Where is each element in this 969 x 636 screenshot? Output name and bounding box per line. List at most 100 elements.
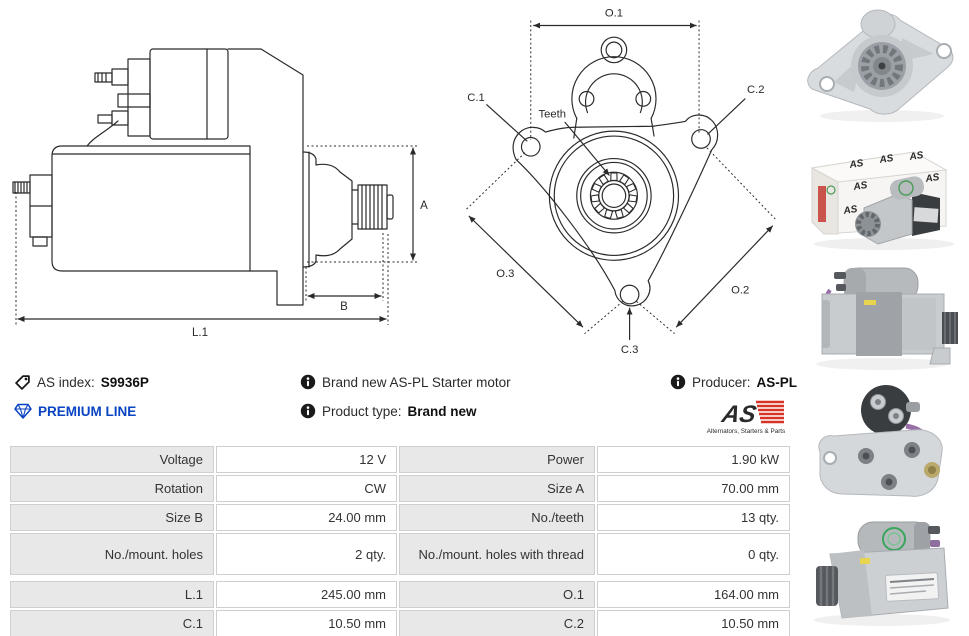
dimension-b: B (305, 233, 384, 313)
dim-l1-label: L.1 (192, 327, 208, 339)
dim-o1-label: O.1 (605, 8, 623, 20)
technical-drawings: A B L.1 (0, 0, 792, 366)
spec-label-mount-holes: No./mount. holes (10, 533, 214, 575)
product-photo-angled (794, 508, 965, 631)
dim-o3-label: O.3 (496, 268, 514, 280)
producer-label: Producer: (692, 374, 751, 390)
svg-text:AS: AS (924, 172, 941, 185)
bearing-and-gear (548, 130, 680, 261)
dimension-o3: O.3 (464, 152, 624, 335)
hole-c3 (619, 284, 640, 305)
dimension-l1: L.1 (15, 192, 389, 339)
spec-label-l1: L.1 (10, 581, 214, 608)
starter-side-view-drawing: A B L.1 (12, 48, 428, 339)
dim-b-label: B (340, 301, 348, 313)
product-type-value: Brand new (407, 403, 477, 419)
teeth-label: Teeth (539, 108, 567, 120)
solenoid-front-crown (571, 36, 657, 139)
dimension-o1: O.1 (530, 8, 700, 140)
info-icon (300, 374, 316, 390)
as-index-label: AS index: (37, 375, 95, 390)
dim-c1-label: C.1 (467, 92, 485, 104)
dimension-c1: C.1 (467, 92, 528, 142)
drive-end-housing (302, 151, 353, 268)
svg-text:AS: AS (842, 204, 859, 217)
info-icon (670, 374, 686, 390)
svg-text:AS: AS (848, 158, 865, 171)
product-photos: AS AS AS AS AS AS (792, 0, 969, 636)
premium-line-row: PREMIUM LINE (14, 403, 136, 419)
product-photo-side (794, 256, 965, 379)
spec-table: Voltage 12 V Power 1.90 kW Rotation CW S… (10, 446, 790, 636)
spec-value-c2: 10.50 mm (597, 610, 790, 636)
pinion-gear (351, 184, 394, 230)
mounting-bracket (227, 48, 304, 306)
spec-label-voltage: Voltage (10, 446, 214, 473)
description-row: Brand new AS-PL Starter motor (300, 374, 511, 390)
dimension-a: A (307, 145, 428, 263)
pinion-teeth (590, 172, 638, 219)
spec-value-size-b: 24.00 mm (216, 504, 397, 531)
spec-value-l1: 245.00 mm (216, 581, 397, 608)
spec-label-size-b: Size B (10, 504, 214, 531)
box-as-logos: AS AS AS AS AS AS (842, 150, 941, 217)
logo-as-text: AS (719, 401, 759, 428)
spec-label-size-a: Size A (399, 475, 595, 502)
spec-label-c1: C.1 (10, 610, 214, 636)
info-icon (300, 403, 316, 419)
teeth-callout: Teeth (539, 108, 610, 176)
motor-body (51, 145, 251, 272)
spec-section-1: Voltage 12 V Power 1.90 kW Rotation CW S… (10, 446, 790, 575)
spec-value-mount-holes-thread: 0 qty. (597, 533, 790, 575)
logo-caption: Alternators, Starters & Parts (707, 428, 785, 435)
spec-value-rotation: CW (216, 475, 397, 502)
spec-value-o1: 164.00 mm (597, 581, 790, 608)
spec-label-teeth: No./teeth (399, 504, 595, 531)
spec-label-c2: C.2 (399, 610, 595, 636)
product-type-row: Product type: Brand new (300, 403, 477, 419)
spec-label-rotation: Rotation (10, 475, 214, 502)
tag-icon (15, 375, 30, 390)
product-photo-rear (794, 382, 965, 505)
spec-label-o1: O.1 (399, 581, 595, 608)
premium-line-label: PREMIUM LINE (38, 403, 137, 419)
description-text: Brand new AS-PL Starter motor (322, 374, 511, 390)
as-index-row: AS index: S9936P (14, 374, 149, 391)
spec-section-2: L.1 245.00 mm O.1 164.00 mm C.1 10.50 mm… (10, 581, 790, 636)
spec-label-mount-holes-thread: No./mount. holes with thread (399, 533, 595, 575)
spec-value-mount-holes: 2 qty. (216, 533, 397, 575)
hole-c1 (520, 136, 541, 157)
dim-o2-label: O.2 (731, 285, 749, 297)
mounting-holes (520, 129, 711, 305)
svg-text:AS: AS (908, 150, 925, 163)
solenoid (86, 48, 229, 147)
spec-value-size-a: 70.00 mm (597, 475, 790, 502)
spec-label-power: Power (399, 446, 595, 473)
product-photo-bracket-front (794, 4, 965, 127)
product-type-label: Product type: (322, 403, 402, 419)
diamond-icon (14, 403, 32, 419)
mounting-plate-outline (512, 114, 719, 307)
product-photo-box: AS AS AS AS AS AS (794, 130, 965, 253)
asrpl-logo: AS Alternators, Starters & Parts (700, 398, 792, 436)
spec-value-teeth: 13 qty. (597, 504, 790, 531)
dimension-c3: C.3 (621, 307, 639, 356)
starter-front-view-drawing: O.1 (464, 8, 777, 356)
dimension-c2: C.2 (707, 84, 765, 135)
producer-row: Producer: AS-PL (670, 374, 797, 390)
svg-text:AS: AS (878, 153, 895, 166)
as-index-value: S9936P (100, 375, 149, 390)
hole-c2 (691, 129, 711, 149)
motor-rear-cap (12, 174, 53, 247)
product-info: AS index: S9936P PREMIUM LINE Brand new … (0, 370, 797, 438)
producer-value: AS-PL (756, 374, 798, 390)
as-pl-logo: AS Alternators, Starters & Parts (707, 400, 785, 435)
spec-value-power: 1.90 kW (597, 446, 790, 473)
svg-text:AS: AS (852, 180, 869, 193)
spec-value-voltage: 12 V (216, 446, 397, 473)
dim-a-label: A (420, 200, 428, 212)
dimension-o2: O.2 (636, 147, 777, 335)
spec-value-c1: 10.50 mm (216, 610, 397, 636)
dim-c3-label: C.3 (621, 344, 639, 356)
